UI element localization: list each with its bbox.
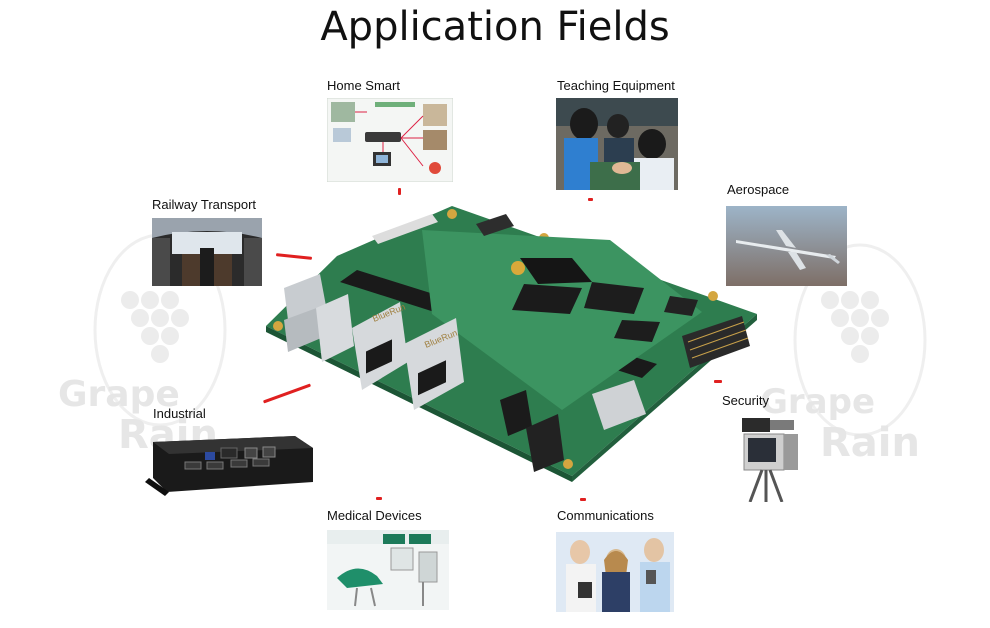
- railway-transport-image: [152, 218, 262, 286]
- connector-dash: [398, 188, 401, 195]
- label-aerospace: Aerospace: [727, 182, 790, 197]
- connector-dash: [580, 498, 586, 501]
- grape-logo-icon: [93, 233, 227, 427]
- page-title: Application Fields: [320, 4, 670, 50]
- teaching-equipment-image: [556, 98, 678, 190]
- connector-dash: [714, 380, 722, 383]
- communications-image: [556, 532, 674, 612]
- industrial-image: [145, 432, 321, 498]
- embedded-board-image: BlueRun BlueRun: [262, 196, 762, 496]
- watermark-rain: Rain: [820, 420, 920, 466]
- watermark-grape: Grape: [58, 374, 180, 415]
- security-image: [722, 414, 806, 502]
- label-railway-transport: Railway Transport: [152, 197, 257, 212]
- label-medical-devices: Medical Devices: [327, 508, 422, 523]
- label-communications: Communications: [557, 508, 654, 523]
- grape-logo-icon: [793, 243, 927, 437]
- label-teaching-equipment: Teaching Equipment: [557, 78, 675, 93]
- label-home-smart: Home Smart: [327, 78, 400, 93]
- medical-devices-image: [327, 530, 449, 610]
- aerospace-image: [726, 206, 847, 286]
- connector-dash: [376, 497, 382, 500]
- label-security: Security: [722, 393, 769, 408]
- label-industrial: Industrial: [153, 406, 206, 421]
- home-smart-image: [327, 98, 453, 182]
- connector-dash: [588, 198, 593, 201]
